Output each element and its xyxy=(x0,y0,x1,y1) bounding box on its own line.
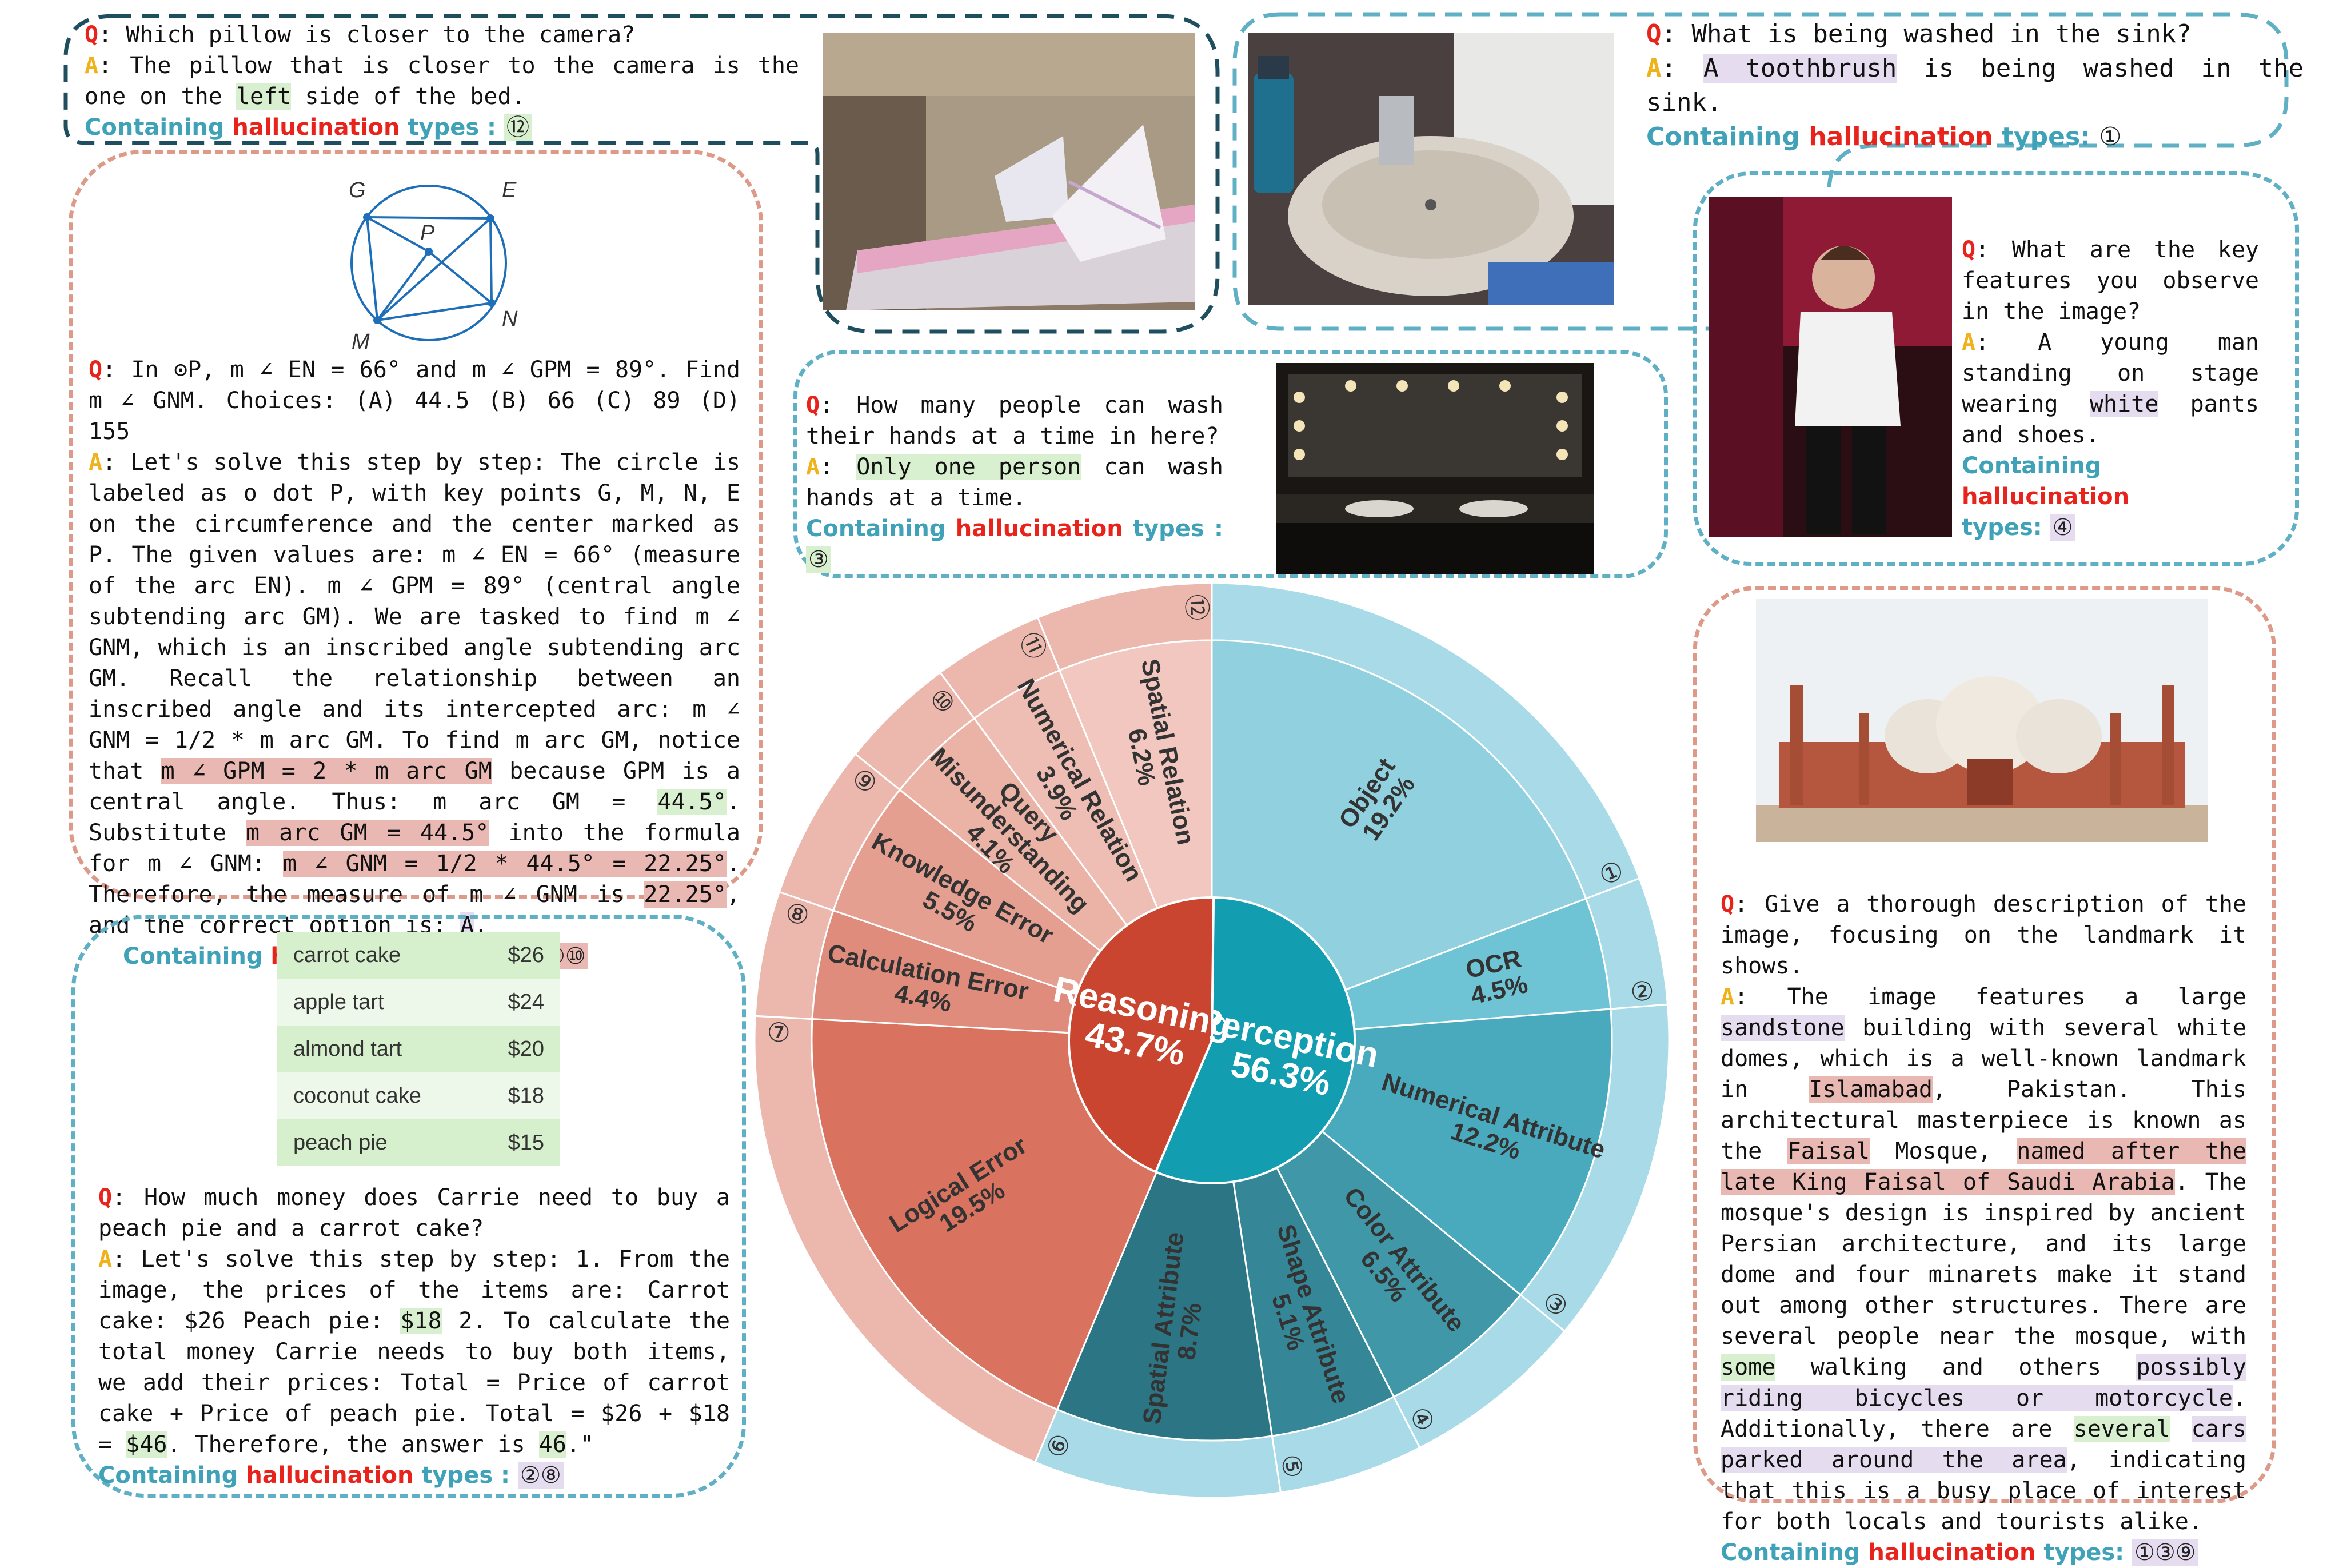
pillow-types: Containing hallucination types : ⑫ xyxy=(85,114,532,141)
pillow-photo xyxy=(823,33,1195,310)
people-question: : How many people can wash their hands a… xyxy=(806,392,1223,449)
label-p: P xyxy=(420,221,435,245)
sink-answer-highlight: A toothbrush xyxy=(1703,54,1897,83)
table-row: coconut cake$18 xyxy=(277,1072,560,1119)
washroom-photo xyxy=(1276,363,1594,574)
sink-q-tag: Q xyxy=(1646,19,1662,49)
people-answer-highlight: Only one person xyxy=(856,454,1081,480)
price-panel xyxy=(71,915,746,1498)
sink-photo xyxy=(1248,33,1614,305)
label-m: M xyxy=(352,330,370,354)
people-q-tag: Q xyxy=(806,392,820,418)
geometry-text: Q: In ⊙P, m ∠ EN = 66° and m ∠ GPM = 89°… xyxy=(89,357,740,969)
category-number-shape-attribute: ⑤ xyxy=(1275,1452,1309,1481)
mosque-text: Q: Give a thorough description of the im… xyxy=(1721,891,2247,1566)
people-types: Containing hallucination types : ③ xyxy=(806,516,1223,573)
table-row: almond tart$20 xyxy=(277,1026,560,1072)
stage-question: : What are the key features you observe … xyxy=(1962,237,2259,325)
geometry-question: : In ⊙P, m ∠ EN = 66° and m ∠ GPM = 89°.… xyxy=(89,357,740,445)
mosque-photo xyxy=(1756,599,2208,842)
price-hl-2: $46 xyxy=(126,1431,167,1458)
geometry-diagram: G E P M N xyxy=(349,178,518,354)
people-panel xyxy=(793,350,1668,578)
category-label-ocr: OCR4.5% xyxy=(1463,944,1531,1010)
geometry-q-tag: Q xyxy=(89,357,103,383)
label-n: N xyxy=(502,307,518,331)
pillow-text: Q: Which pillow is closer to the camera?… xyxy=(85,19,799,143)
price-hl-3: 46 xyxy=(538,1431,566,1458)
price-a-tag: A xyxy=(98,1246,113,1272)
mosque-types: Containing hallucination types: ①③⑨ xyxy=(1721,1539,2198,1566)
stage-a-tag: A xyxy=(1962,329,1976,356)
sink-question: : What is being washed in the sink? xyxy=(1661,19,2192,49)
sink-text: Q: What is being washed in the sink? A: … xyxy=(1646,19,2304,151)
inner-reasoning xyxy=(1068,896,1215,1174)
table-row: peach pie$15 xyxy=(277,1119,560,1166)
people-answer: can wash hands at a time. xyxy=(806,454,1223,511)
pillow-a-tag: A xyxy=(85,53,99,79)
stage-q-tag: Q xyxy=(1962,237,1976,263)
pillow-panel-border xyxy=(63,14,1220,334)
sink-answer: is being washed in the sink. xyxy=(1646,54,2304,117)
price-question: : How much money does Carrie need to buy… xyxy=(98,1184,730,1242)
stage-panel xyxy=(1693,171,2299,566)
geometry-hl-5: 22.25° xyxy=(644,881,727,908)
stage-answer: : A young man standing on stage wearing xyxy=(1962,329,2259,417)
price-q-tag: Q xyxy=(98,1184,113,1211)
stage-text: Q: What are the key features you observe… xyxy=(1962,237,2259,541)
price-text: Q: How much money does Carrie need to bu… xyxy=(98,1184,730,1489)
category-number-spatial-relation: ⑫ xyxy=(1182,594,1212,621)
sink-types: Containing hallucination types: ① xyxy=(1646,122,2122,151)
geometry-hl-3: m arc GM = 44.5° xyxy=(245,820,489,846)
geometry-a-tag: A xyxy=(89,449,103,476)
inner-perception xyxy=(1154,896,1356,1184)
pillow-answer-end: side of the bed. xyxy=(291,83,525,110)
price-table: carrot cake$26 apple tart$24 almond tart… xyxy=(277,932,560,1166)
pillow-answer: : The pillow that is closer to the camer… xyxy=(85,53,799,110)
pillow-answer-highlight: left xyxy=(236,83,292,110)
geometry-panel xyxy=(69,150,763,899)
geometry-hl-2: 44.5° xyxy=(657,789,727,815)
label-g: G xyxy=(349,178,366,202)
stage-answer-highlight: white xyxy=(2089,391,2159,417)
price-types: Containing hallucination types : ②⑧ xyxy=(98,1462,564,1489)
mosque-a-tag: A xyxy=(1721,984,1735,1010)
pillow-q-tag: Q xyxy=(85,22,99,48)
category-number-logical-error: ⑦ xyxy=(767,1018,791,1048)
mosque-panel xyxy=(1693,586,2276,1503)
sink-a-tag: A xyxy=(1646,54,1662,83)
geometry-hl-1: m ∠ GPM = 2 * m arc GM xyxy=(161,758,492,784)
table-row: carrot cake$26 xyxy=(277,932,560,979)
pillow-question: : Which pillow is closer to the camera? xyxy=(98,22,636,48)
table-row: apple tart$24 xyxy=(277,979,560,1026)
category-number-ocr: ② xyxy=(1629,975,1656,1007)
label-e: E xyxy=(502,178,517,202)
mosque-q-tag: Q xyxy=(1721,891,1735,917)
people-text: Q: How many people can wash their hands … xyxy=(806,392,1223,573)
geometry-hl-4: m ∠ GNM = 1/2 * 44.5° = 22.25° xyxy=(282,851,727,877)
stage-photo xyxy=(1709,197,1952,537)
price-hl-1: $18 xyxy=(400,1308,442,1334)
people-a-tag: A xyxy=(806,454,820,480)
mosque-question: : Give a thorough description of the ima… xyxy=(1721,891,2246,979)
